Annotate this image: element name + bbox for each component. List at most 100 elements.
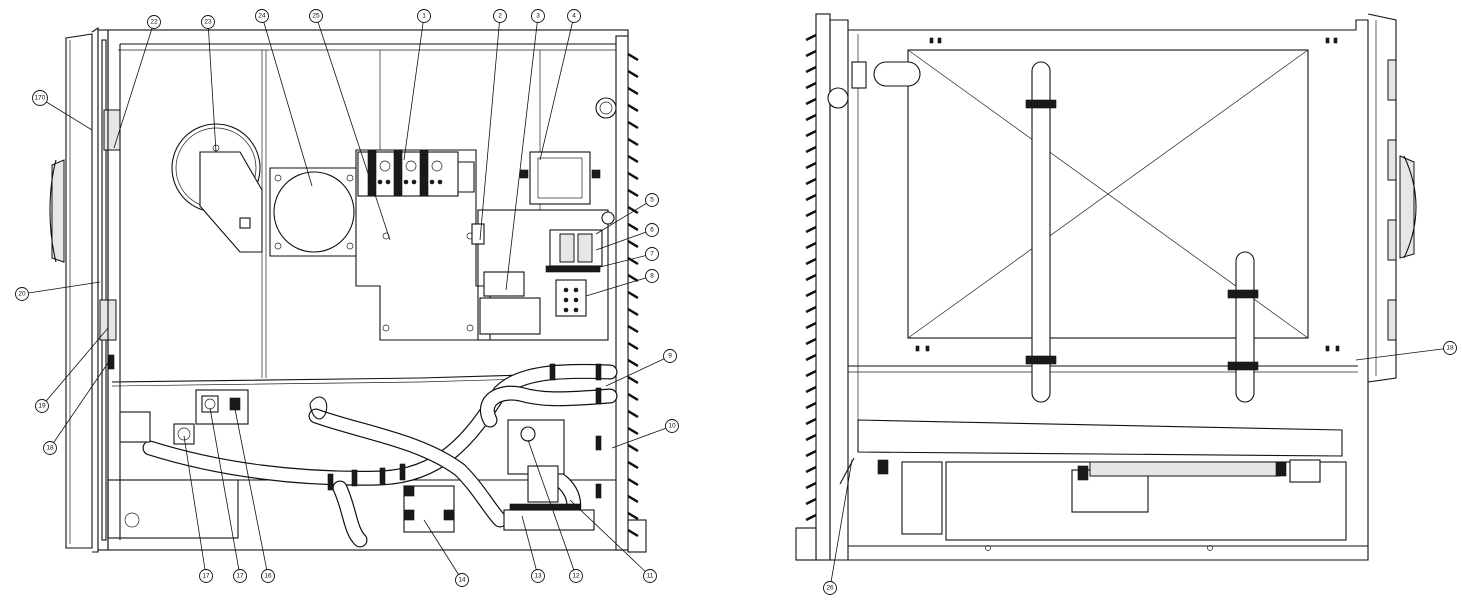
callout-bubble xyxy=(15,287,29,301)
callout-19: 19 xyxy=(35,327,109,413)
callout-bubble xyxy=(493,9,507,23)
callout-bubble xyxy=(199,569,213,583)
callout-14: 14 xyxy=(423,519,469,587)
terminal-block xyxy=(357,149,475,197)
door-right xyxy=(1367,13,1417,383)
callout-8: 8 xyxy=(585,269,659,297)
leader-line xyxy=(569,499,651,577)
leader-line xyxy=(1355,347,1451,361)
callout-6: 6 xyxy=(595,223,659,251)
callout-label: 10 xyxy=(668,423,676,430)
callout-bubble xyxy=(201,15,215,29)
leader-line xyxy=(585,275,653,297)
leader-line xyxy=(479,15,501,241)
callout-label: 18 xyxy=(1446,345,1454,352)
callout-20: 20 xyxy=(15,281,101,301)
callout-13: 13 xyxy=(521,515,545,583)
leader-line xyxy=(423,519,463,581)
contactor xyxy=(519,151,601,205)
connector-block xyxy=(555,279,587,317)
callout-bubble xyxy=(665,419,679,433)
leader-line xyxy=(595,229,653,251)
callout-label: 1 xyxy=(422,13,426,20)
callout-26: 26 xyxy=(823,459,853,595)
callout-7: 7 xyxy=(595,247,659,269)
callout-label: 23 xyxy=(204,19,212,26)
callout-bubble xyxy=(255,9,269,23)
leader-line xyxy=(183,435,207,577)
callout-label: 17 xyxy=(236,573,244,580)
callout-bubble xyxy=(823,581,837,595)
callout-170: 170 xyxy=(32,90,93,131)
leader-line xyxy=(49,359,111,449)
callout-9: 9 xyxy=(605,349,677,387)
callout-label: 170 xyxy=(35,95,46,102)
callout-4: 4 xyxy=(539,9,581,161)
callout-label: 20 xyxy=(18,291,26,298)
callout-bubble xyxy=(645,269,659,283)
leader-line xyxy=(41,327,109,407)
leader-line xyxy=(315,15,391,241)
cabinet-body-right xyxy=(795,19,1369,561)
callout-bubble xyxy=(645,193,659,207)
callout-bubble xyxy=(32,90,48,106)
callout-16: 16 xyxy=(233,403,275,583)
callout-label: 26 xyxy=(826,585,834,592)
callout-bubble xyxy=(43,441,57,455)
callout-label: 3 xyxy=(536,13,540,20)
callout-label: 5 xyxy=(650,197,654,204)
leader-line xyxy=(595,253,653,269)
leader-line xyxy=(403,15,425,161)
callout-bubble xyxy=(531,9,545,23)
callout-label: 11 xyxy=(647,573,654,580)
callout-label: 25 xyxy=(312,13,320,20)
fan-wheel xyxy=(171,123,263,253)
side-panel xyxy=(907,37,1340,352)
leader-line xyxy=(21,281,101,295)
callout-label: 24 xyxy=(258,13,266,20)
leader-line xyxy=(521,515,539,577)
callout-bubble xyxy=(663,349,677,363)
callout-17a: 17 xyxy=(183,435,213,583)
callout-label: 17 xyxy=(202,573,210,580)
callout-bubble xyxy=(531,569,545,583)
callout-bubble xyxy=(233,569,247,583)
callout-3: 3 xyxy=(505,9,545,291)
drain-tubes xyxy=(827,61,1259,403)
callout-18: 18 xyxy=(43,359,111,455)
callout-label: 12 xyxy=(572,573,580,580)
leader-line xyxy=(39,97,93,131)
right-side-view xyxy=(795,13,1417,561)
leader-line xyxy=(829,459,853,589)
callout-label: 8 xyxy=(650,273,654,280)
callout-bubble xyxy=(569,569,583,583)
callout-bubble xyxy=(309,9,323,23)
leader-line xyxy=(113,21,155,149)
cooling-fins xyxy=(615,35,639,551)
callout-bubble xyxy=(417,9,431,23)
callout-22: 22 xyxy=(113,15,161,149)
bottom-bracket xyxy=(403,485,455,533)
callout-12: 12 xyxy=(527,439,583,583)
leader-line xyxy=(539,15,575,161)
callout-bubble xyxy=(455,573,469,587)
relay-bracket xyxy=(471,209,609,341)
callout-bubble xyxy=(645,247,659,261)
callout-label: 22 xyxy=(150,19,158,26)
leader-line xyxy=(207,21,217,153)
callout-bubble xyxy=(1443,341,1457,355)
circuit-breakers xyxy=(545,211,615,273)
callout-label: 7 xyxy=(650,251,654,258)
leader-line xyxy=(261,15,313,187)
callout-10: 10 xyxy=(611,419,679,449)
callout-bubble xyxy=(645,223,659,237)
callout-bubble xyxy=(147,15,161,29)
callout-bubble xyxy=(261,569,275,583)
callout-label: 4 xyxy=(572,13,576,20)
leader-line xyxy=(209,407,241,577)
callout-label: 19 xyxy=(38,403,46,410)
leader-line xyxy=(605,355,671,387)
